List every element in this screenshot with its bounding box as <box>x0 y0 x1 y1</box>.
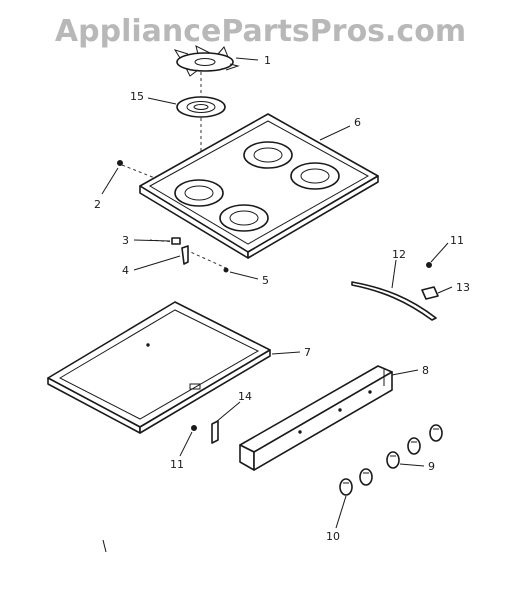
callout-8: 8 <box>422 364 429 377</box>
part-1-burner-head <box>173 45 240 77</box>
callout-11-lower: 11 <box>170 458 184 471</box>
leader-3 <box>133 239 171 242</box>
leader-4 <box>133 255 181 271</box>
part-9-knobs <box>386 424 443 469</box>
part-15-burner-ring <box>176 96 226 118</box>
callout-2: 2 <box>94 198 101 211</box>
leader-6 <box>319 125 351 141</box>
callout-15: 15 <box>130 90 144 103</box>
part-11-screw-upper <box>426 262 432 268</box>
leader-8 <box>391 369 419 376</box>
leader-11-lower <box>179 431 193 457</box>
callout-10: 10 <box>326 530 340 543</box>
leader-13 <box>437 286 453 294</box>
part-4-bracket <box>181 245 189 265</box>
callout-7: 7 <box>304 346 311 359</box>
stray-mark <box>102 539 107 553</box>
leader-9 <box>399 463 425 467</box>
callout-11-upper: 11 <box>450 234 464 247</box>
leader-14 <box>215 401 241 423</box>
leader-11-upper <box>430 242 449 263</box>
callout-5: 5 <box>262 274 269 287</box>
part-10-knobs <box>339 468 373 496</box>
callout-6: 6 <box>354 116 361 129</box>
part-11-screw-lower <box>191 425 197 431</box>
callout-9: 9 <box>428 460 435 473</box>
part-7-bottom-tray <box>47 301 271 434</box>
leader-5 <box>229 271 259 280</box>
alignment-line-screw <box>121 164 161 181</box>
callout-14: 14 <box>238 390 252 403</box>
part-6-cooktop <box>139 113 379 259</box>
leader-12 <box>391 259 397 289</box>
part-12-rod <box>351 281 437 321</box>
callout-13: 13 <box>456 281 470 294</box>
part-5-screw <box>223 267 229 273</box>
callout-12: 12 <box>392 248 406 261</box>
part-14-bracket <box>211 420 219 444</box>
watermark-text: AppliancePartsPros.com <box>54 14 467 49</box>
leader-2 <box>101 167 119 195</box>
leader-10 <box>335 495 347 529</box>
part-3-clip <box>171 237 181 245</box>
callout-4: 4 <box>122 264 129 277</box>
callout-1: 1 <box>264 54 271 67</box>
callout-3: 3 <box>122 234 129 247</box>
part-8-control-panel <box>239 365 393 471</box>
leader-1 <box>235 57 259 61</box>
leader-7 <box>271 351 301 355</box>
part-2-screw <box>117 160 123 166</box>
part-13-clip <box>421 286 439 300</box>
leader-15 <box>147 97 177 105</box>
